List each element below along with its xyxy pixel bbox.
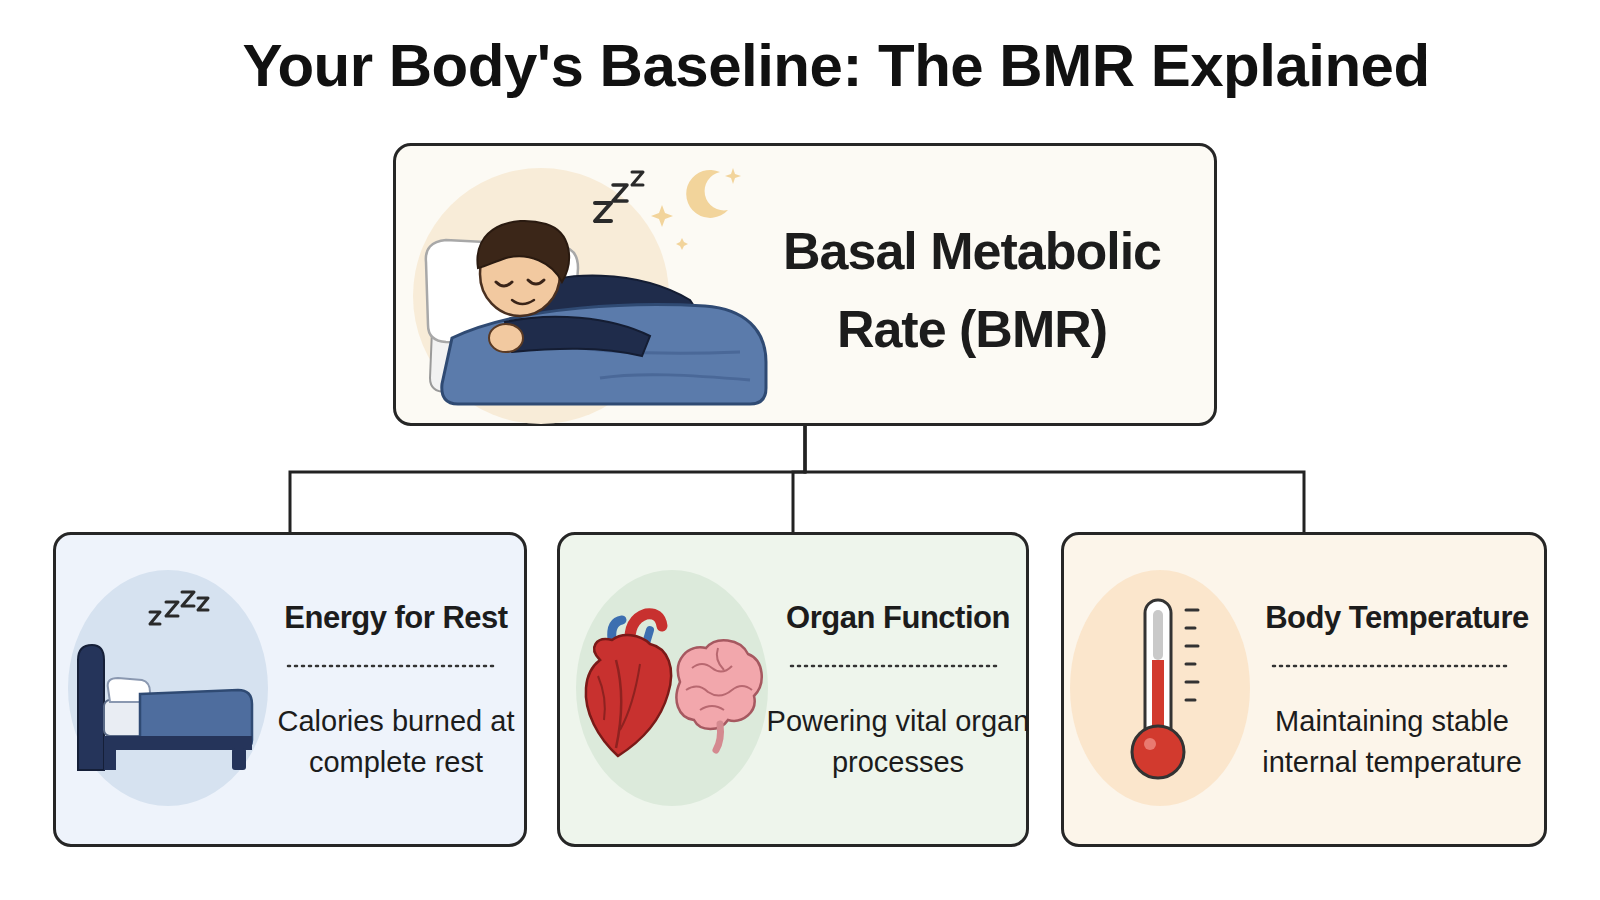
component-heading: Body Temperature <box>1242 598 1552 638</box>
component-description: Calories burned at complete rest <box>264 701 528 783</box>
tree-connector <box>805 426 1304 532</box>
tree-connector <box>290 426 805 532</box>
component-description: Powering vital organ processes <box>763 701 1033 783</box>
main-concept-box: Basal Metabolic Rate (BMR) <box>393 143 1217 426</box>
concept-heading: Basal Metabolic Rate (BMR) <box>742 212 1202 368</box>
diagram-title: Your Body's Baseline: The BMR Explained <box>0 28 1600 104</box>
component-box: Body TemperatureMaintaining stable inter… <box>1061 532 1547 847</box>
tree-connector <box>793 426 805 532</box>
component-heading: Energy for Rest <box>256 598 536 638</box>
component-box: Organ FunctionPowering vital organ proce… <box>557 532 1029 847</box>
component-heading: Organ Function <box>758 598 1038 638</box>
component-description: Maintaining stable internal temperature <box>1242 701 1542 783</box>
component-box: Energy for RestCalories burned at comple… <box>53 532 527 847</box>
